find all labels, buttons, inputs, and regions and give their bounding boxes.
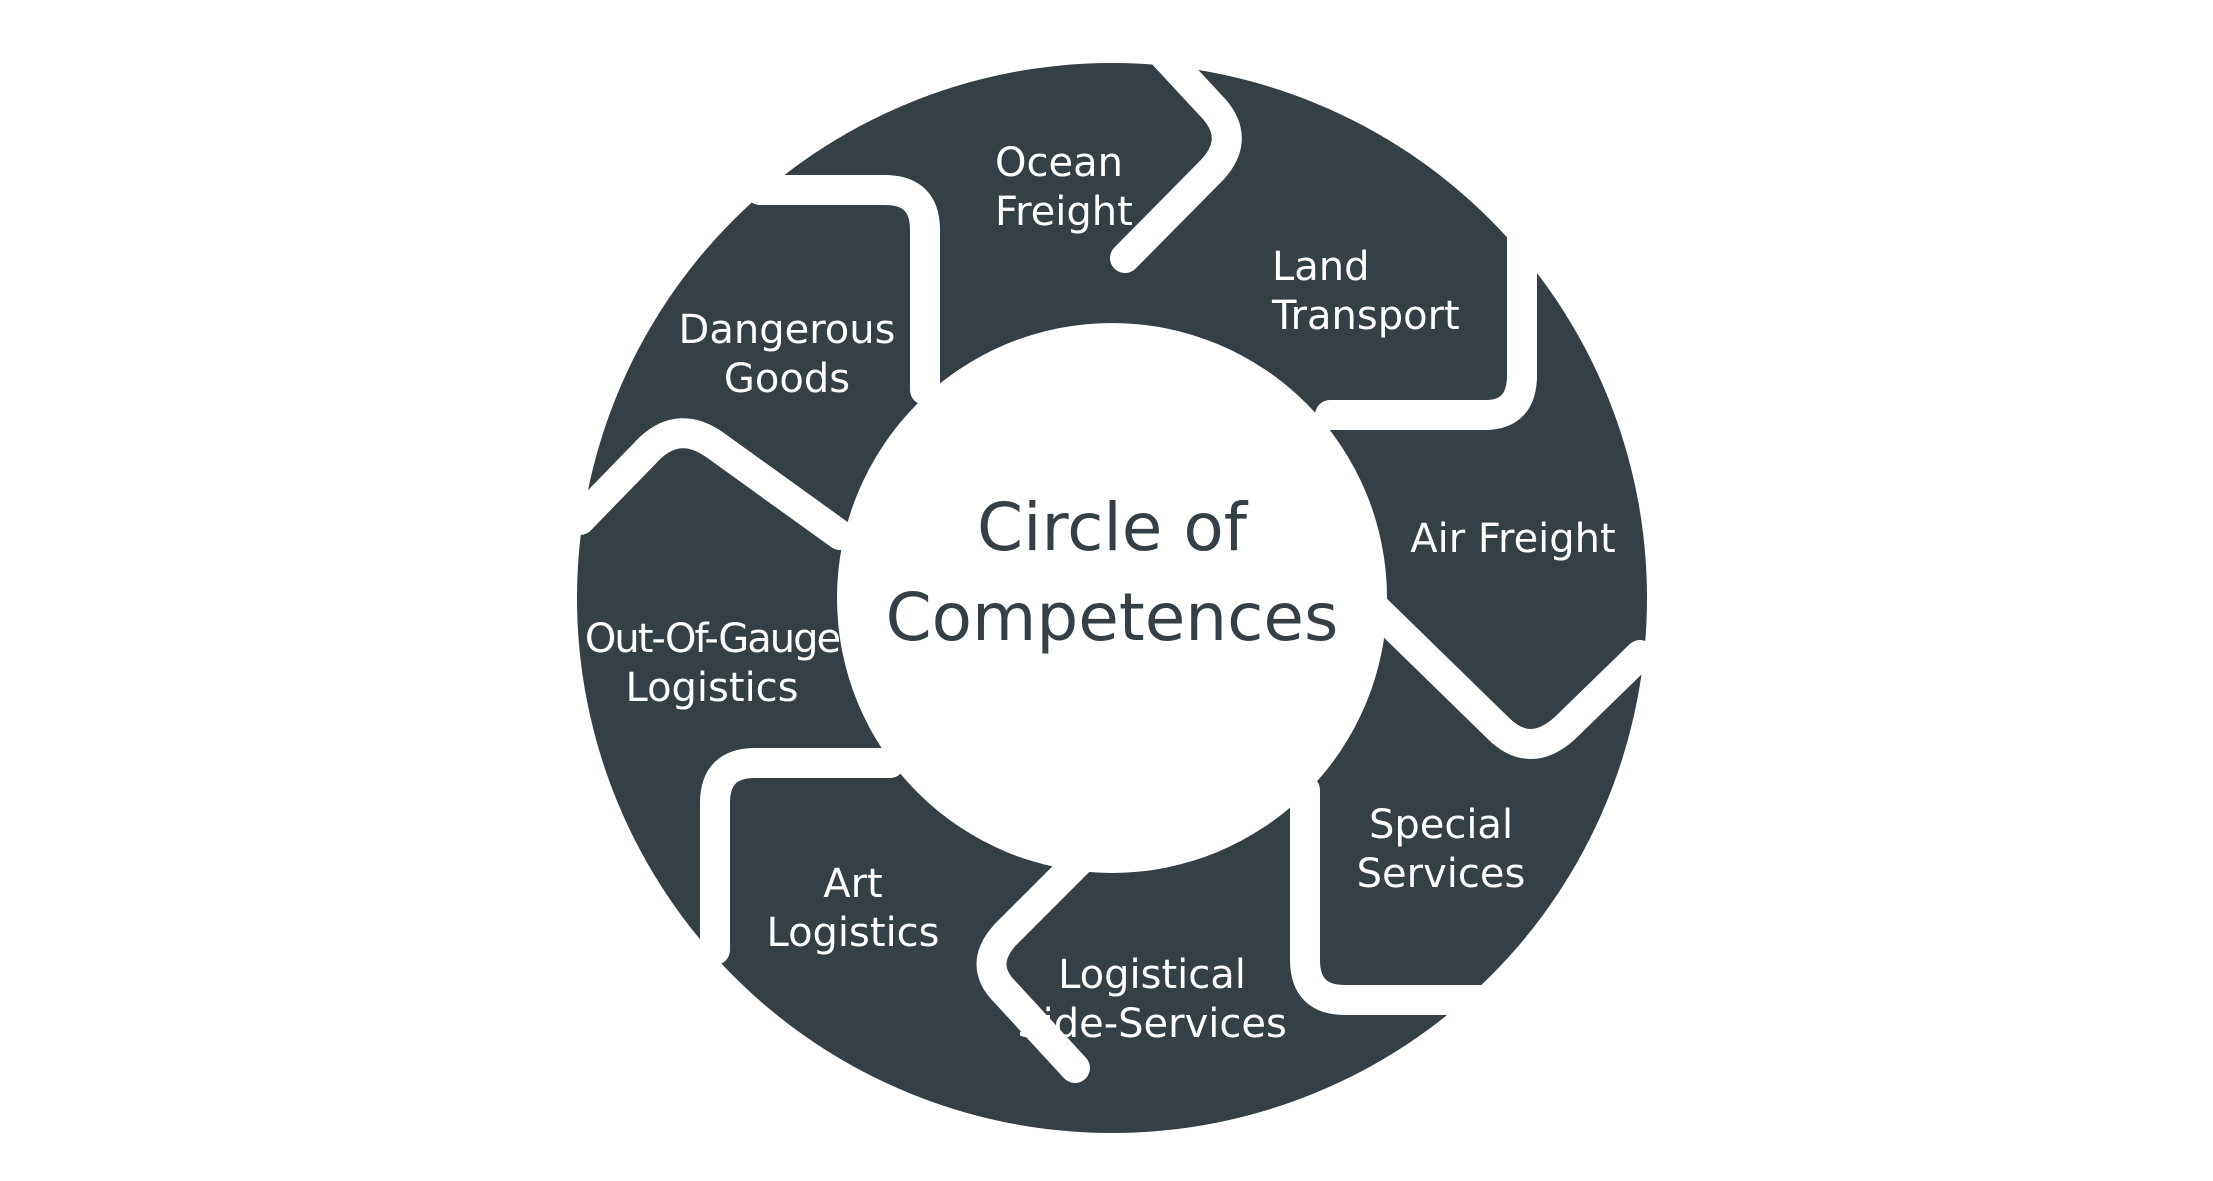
segment-dangerous-goods-line-1: Dangerous (679, 307, 896, 353)
segment-logistical-side-services: Logistical Side-Services (1017, 952, 1287, 1047)
segment-art-logistics-line-2: Logistics (766, 910, 939, 956)
center-circle (837, 323, 1387, 873)
segment-separators (565, 25, 1655, 1083)
segment-art-logistics-line-1: Art (823, 861, 883, 907)
separator-special-logistical (1290, 775, 1520, 1015)
segment-logistical-side-services-line-1: Logistical (1058, 952, 1246, 998)
segment-air-freight-line-1: Air Freight (1410, 516, 1615, 562)
segment-dangerous-goods: Dangerous Goods (679, 307, 896, 402)
segment-ocean-freight-line-2: Freight (995, 189, 1133, 235)
segment-dangerous-goods-line-2: Goods (724, 356, 850, 402)
center-title-line-2: Competences (886, 579, 1339, 656)
segment-out-of-gauge-logistics-line-1: Out-Of-Gauge (585, 616, 840, 662)
separator-land-air (1315, 183, 1537, 430)
segment-land-transport: Land Transport (1271, 244, 1460, 339)
separator-dangerous-ocean (745, 175, 940, 405)
separator-ocean-land (1110, 25, 1242, 273)
separator-art-oog (700, 748, 905, 965)
segment-logistical-side-services-line-2: Side-Services (1017, 1001, 1287, 1047)
segment-special-services-line-2: Services (1357, 851, 1526, 897)
segment-special-services: Special Services (1357, 802, 1526, 897)
segment-out-of-gauge-logistics-line-2: Logistics (625, 665, 798, 711)
segment-out-of-gauge-logistics: Out-Of-Gauge Logistics (585, 616, 842, 711)
segment-ocean-freight-line-1: Ocean (995, 140, 1123, 186)
segment-air-freight: Air Freight (1410, 516, 1615, 562)
segment-special-services-line-1: Special (1369, 802, 1513, 848)
segment-land-transport-line-2: Transport (1271, 293, 1460, 339)
segment-art-logistics: Art Logistics (766, 861, 939, 956)
segment-ocean-freight: Ocean Freight (995, 140, 1133, 235)
separator-logistical-art (976, 840, 1100, 1083)
segment-land-transport-line-1: Land (1272, 244, 1370, 290)
center-title-line-1: Circle of (977, 489, 1249, 566)
separator-air-special (1360, 593, 1655, 759)
separator-oog-dangerous (565, 418, 855, 550)
